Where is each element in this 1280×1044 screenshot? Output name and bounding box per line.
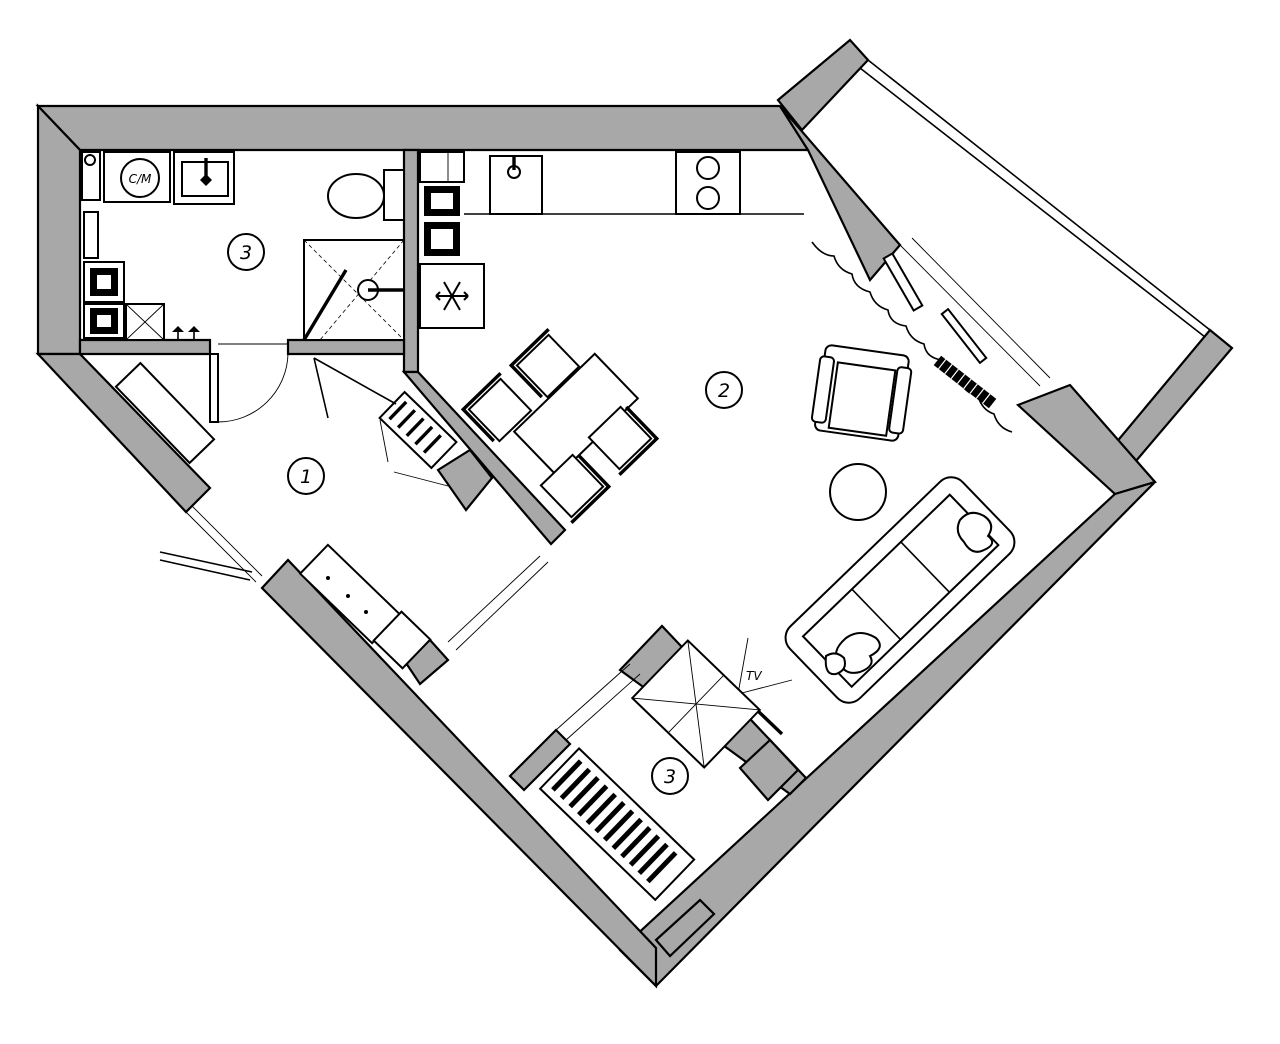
washer-label: С/М xyxy=(129,172,152,186)
room-labels: 1 2 3 3 xyxy=(227,233,743,795)
room-label-living: 2 xyxy=(705,371,743,409)
room-label-bathroom: 3 xyxy=(227,233,265,271)
room-label-hall: 1 xyxy=(287,457,325,495)
exterior-walls xyxy=(35,38,1234,989)
radiator-window xyxy=(933,355,997,409)
hallway xyxy=(114,357,549,670)
bathroom-door xyxy=(209,343,289,423)
snowflake-icon xyxy=(435,281,469,311)
room-label-wardrobe: 3 xyxy=(651,757,689,795)
kitchen xyxy=(419,151,804,329)
svg-text:1: 1 xyxy=(300,466,312,488)
balcony xyxy=(859,59,1211,387)
tv-label: TV xyxy=(746,669,762,683)
window-left xyxy=(159,505,263,583)
svg-text:2: 2 xyxy=(718,380,730,402)
svg-text:3: 3 xyxy=(240,242,252,264)
bathroom: С/М xyxy=(81,151,405,341)
living-room: TV xyxy=(688,344,1016,736)
wardrobe xyxy=(538,639,762,902)
dining-set xyxy=(460,328,660,524)
svg-text:3: 3 xyxy=(664,766,676,788)
